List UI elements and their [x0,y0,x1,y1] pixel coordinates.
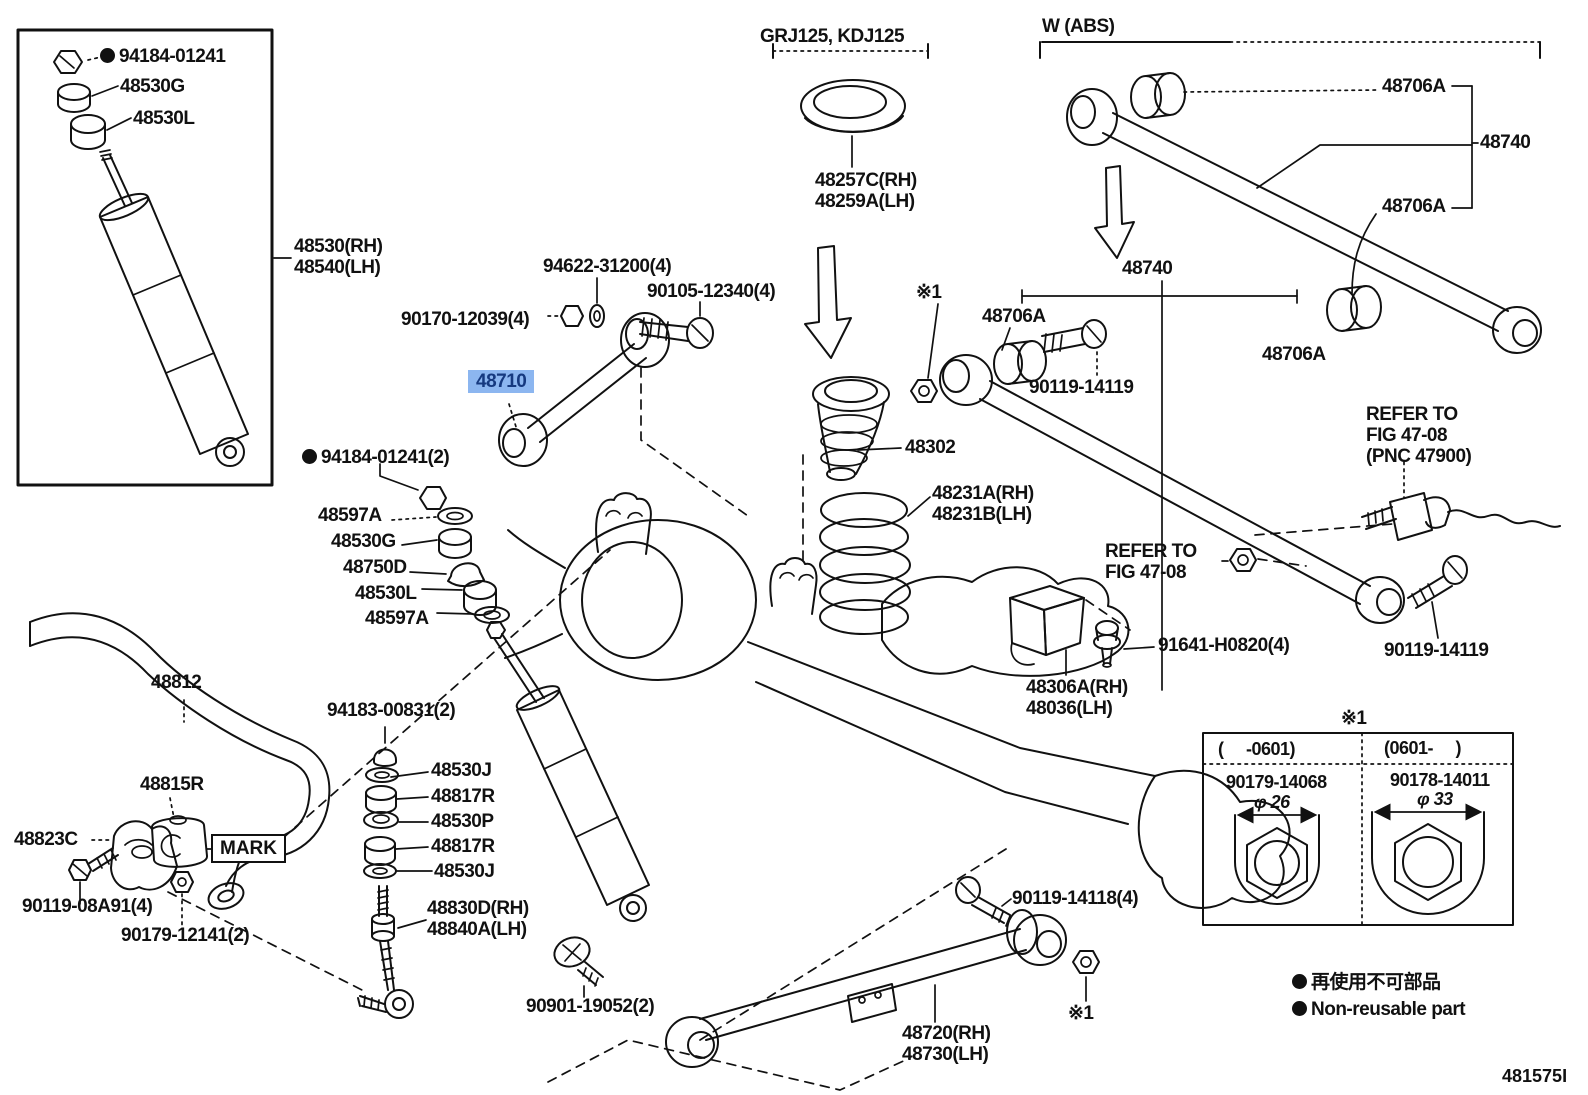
part-label-48817r-lower[interactable]: 48817R [431,836,495,857]
part-label-48597a-lower[interactable]: 48597A [365,608,429,629]
part-label-48257c-48259a[interactable]: 48257C(RH) 48259A(LH) [815,170,917,212]
part-label-90179-14068[interactable]: 90179-14068 [1226,772,1327,792]
axle-housing-drawing [167,454,1393,1091]
non-reusable-icon [1292,974,1307,989]
part-label-48530g-inset[interactable]: 48530G [120,76,185,97]
non-reusable-icon [100,48,115,63]
spring-insulator-drawing [772,43,929,359]
non-reusable-icon [302,449,317,464]
bracket-48306a-drawing [1009,585,1155,676]
lower-control-arm-drawing [665,876,1100,1068]
part-label-48817r-upper[interactable]: 48817R [431,786,495,807]
part-label-94622-31200[interactable]: 94622-31200(4) [543,256,672,277]
part-label-48530p[interactable]: 48530P [431,811,494,832]
note-ref1-table: ※1 [1341,708,1367,729]
part-label-48706a-abs-1[interactable]: 48706A [1382,76,1446,97]
part-label-90105-12340[interactable]: 90105-12340(4) [647,281,776,302]
dimension-label-dia33: φ 33 [1417,789,1453,809]
legend-non-reusable-jp: 再使用不可部品 [1292,972,1441,993]
note-refer-fig-47-08: REFER TO FIG 47-08 [1105,541,1197,583]
rear-shock-absorber-drawing [486,621,650,922]
model-codes-note: GRJ125, KDJ125 [760,26,905,47]
abs-sensor-drawing [1361,461,1561,541]
part-label-48302[interactable]: 48302 [905,437,956,458]
part-label-48815r[interactable]: 48815R [140,774,204,795]
shock-mount-stack-drawing [379,463,510,624]
screw-90901-drawing [553,936,604,998]
part-label-94184-01241-2[interactable]: 94184-01241(2) [302,447,450,468]
part-label-48597a-upper[interactable]: 48597A [318,505,382,526]
part-label-90178-14011[interactable]: 90178-14011 [1390,770,1490,790]
inset-shock-absorber-drawing [16,28,292,487]
part-label-94183-00831[interactable]: 94183-00831(2) [327,700,456,721]
part-label-48750d[interactable]: 48750D [343,557,407,578]
part-label-48830d-48840a[interactable]: 48830D(RH) 48840A(LH) [427,898,529,940]
part-label-48231a-48231b[interactable]: 48231A(RH) 48231B(LH) [932,483,1034,525]
legend-non-reusable-en: Non-reusable part [1292,999,1466,1020]
part-label-48530j-lower[interactable]: 48530J [434,861,495,882]
spring-bumper-and-coil-spring-drawing [812,303,939,635]
part-label-48812[interactable]: 48812 [151,672,202,693]
part-label-48740-mid[interactable]: 48740 [1122,258,1173,279]
part-label-90119-08a91[interactable]: 90119-08A91(4) [22,896,153,917]
part-label-90119-14119-lower[interactable]: 90119-14119 [1384,640,1489,661]
lateral-rod-drawing [939,280,1405,691]
part-label-94184-01241[interactable]: 94184-01241 [100,46,226,67]
bolt-14119-lower-drawing [1407,555,1468,639]
table-header-after-0601: (0601- ) [1384,738,1462,758]
part-label-48530l[interactable]: 48530L [355,583,417,604]
part-label-90901-19052[interactable]: 90901-19052(2) [526,996,655,1017]
part-label-48306a-48036[interactable]: 48306A(RH) 48036(LH) [1026,677,1128,719]
table-header-before-0601: ( -0601) [1218,739,1296,759]
substitution-table-drawing [1202,732,1514,926]
part-label-48710-highlighted[interactable]: 48710 [468,370,535,393]
part-label-48530-48540[interactable]: 48530(RH) 48540(LH) [294,236,383,278]
note-mark: MARK [211,834,286,863]
note-w-abs: W (ABS) [1042,16,1115,37]
abs-lateral-rod-drawing [1039,41,1542,354]
part-label-91641-h0820[interactable]: 91641-H0820(4) [1158,635,1290,656]
note-ref1-top: ※1 [916,282,942,303]
stabilizer-bar-drawing [29,612,331,930]
part-label-48530l-inset[interactable]: 48530L [133,108,195,129]
dimension-label-dia26: φ 26 [1254,792,1290,812]
note-ref1-bottom: ※1 [1068,1003,1094,1024]
part-label-48706a-mid[interactable]: 48706A [982,306,1046,327]
part-label-90119-14119-upper[interactable]: 90119-14119 [1029,377,1134,398]
non-reusable-icon [1292,1001,1307,1016]
part-label-90179-12141[interactable]: 90179-12141(2) [121,925,250,946]
refer-nut-drawing [1221,548,1257,572]
part-label-48823c[interactable]: 48823C [14,829,78,850]
stabilizer-link-drawing [357,726,433,1019]
upper-control-arm-drawing [498,277,749,517]
note-refer-fig-47-08-pnc: REFER TO FIG 47-08 (PNC 47900) [1366,404,1472,467]
figure-code: 481575I [1502,1066,1568,1086]
part-label-90119-14118[interactable]: 90119-14118(4) [1012,888,1139,909]
part-label-48706a-right[interactable]: 48706A [1262,344,1326,365]
part-label-48720-48730[interactable]: 48720(RH) 48730(LH) [902,1023,991,1065]
part-label-90170-12039[interactable]: 90170-12039(4) [401,309,530,330]
part-label-48530g[interactable]: 48530G [331,531,396,552]
part-label-48740-abs[interactable]: 48740 [1480,132,1531,153]
part-label-48530j-upper[interactable]: 48530J [431,760,492,781]
part-label-48706a-abs-2[interactable]: 48706A [1382,196,1446,217]
